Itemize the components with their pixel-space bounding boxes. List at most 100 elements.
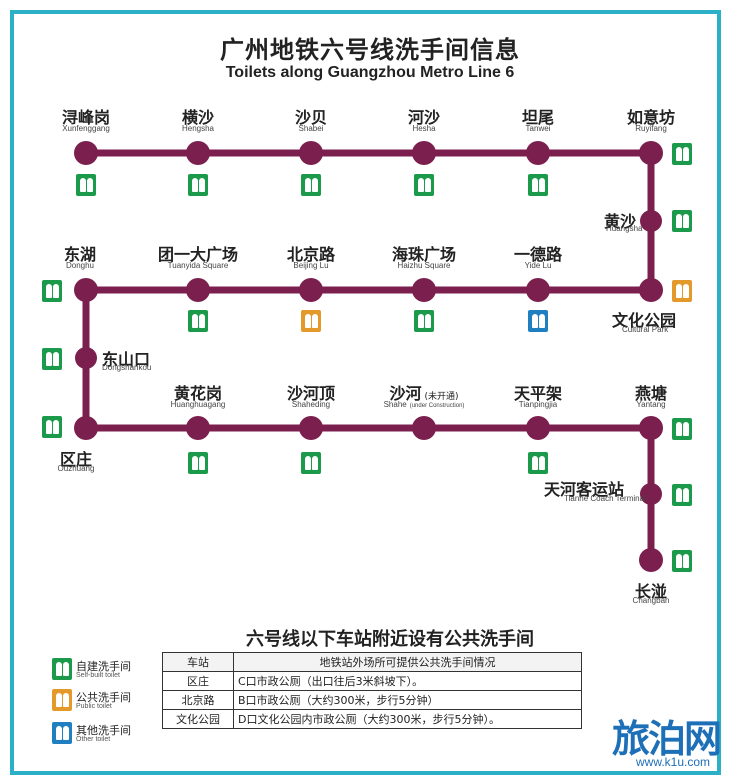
station-name-cn: 长湴 (634, 582, 668, 601)
station-name-en-shaheding: Shaheding (292, 400, 330, 409)
station-name-cn: 沙贝 (294, 108, 328, 127)
station-name-en: Xunfenggang (62, 124, 110, 133)
station-name-en-shabei: Shabei (299, 124, 324, 133)
station-name-ruyifang: 如意坊 (627, 104, 675, 128)
station-name-en-tuanyidaguangchang: Tuanyida Square (168, 261, 229, 270)
station-name-tanwei: 坦尾 (522, 104, 554, 128)
station-name-yidelu: 一德路 (514, 241, 562, 265)
legend-label-en: Public toilet (76, 703, 112, 710)
station-name-en-beijinglu: Beijing Lu (293, 261, 328, 270)
legend-label-cn: 其他洗手间 (76, 724, 131, 737)
station-name-en: Hengsha (181, 124, 215, 133)
table-cell: B口市政公厕（大约300米，步行5分钟） (233, 690, 582, 710)
map-frame (10, 10, 721, 775)
self-built-toilet-icon (52, 658, 72, 680)
station-name-cn: 文化公园 (612, 311, 677, 330)
table-header-row: 车站 地铁站外场所可提供公共洗手间情况 (162, 652, 582, 672)
map-title-cn: 广州地铁六号线洗手间信息 (220, 36, 520, 64)
station-name-en-donghu: Donghu (66, 261, 94, 270)
station-name-en: Cultural Park (622, 325, 669, 334)
self-built-toilet-icon (76, 174, 96, 196)
self-built-toilet-icon (528, 174, 548, 196)
station-dot-donghu (74, 278, 98, 302)
station-dot-yantang (639, 416, 663, 440)
station-name-cn: 天河客运站 (544, 480, 625, 499)
station-name-cn: 横沙 (181, 108, 215, 127)
public-toilet-icon (52, 689, 72, 711)
table-cell: D口文化公园内市政公厕（大约300米，步行5分钟）。 (233, 709, 582, 729)
station-name-en-yantang: Yantang (636, 400, 665, 409)
legend-label-en: Self-built toilet (76, 672, 120, 679)
section-title: 六号线以下车站附近设有公共洗手间 (246, 629, 534, 650)
station-name-en: Hesha (412, 124, 436, 133)
watermark-url: www.k1u.com (636, 755, 711, 769)
station-name-cn: 团一大广场 (157, 245, 239, 264)
station-dot-hesha (412, 141, 436, 165)
watermark-logo: 旅泊网 (612, 717, 722, 761)
station-name-en: Yantang (636, 400, 666, 409)
station-name-shahe: 沙河(未开通) (389, 380, 458, 404)
station-name-cn: 东湖 (63, 245, 97, 264)
station-name-en-huangsha: Huangsha (606, 224, 642, 233)
legend-label-en: Other toilet (76, 736, 111, 743)
station-name-en-haizhuguangchang: Haizhu Square (398, 261, 451, 270)
station-name-cn: 一德路 (513, 245, 563, 264)
station-name-cn: 坦尾 (521, 108, 555, 127)
legend-label-cn: 自建洗手间 (76, 660, 131, 673)
self-built-toilet-icon (414, 174, 434, 196)
station-dot-tanwei (526, 141, 550, 165)
station-dot-wenhuagongyuan (639, 278, 663, 302)
table-row: 北京路 B口市政公厕（大约300米，步行5分钟） (162, 690, 582, 710)
station-name-huangsha: 黄沙 (604, 208, 636, 232)
station-name-en: Ruyifang (635, 124, 667, 133)
station-dot-shaheding (299, 416, 323, 440)
station-name-yantang: 燕塘 (635, 380, 667, 404)
station-name-cn: 黄花岗 (173, 384, 223, 403)
station-name-en: Tianhe Coach Terminal (564, 494, 646, 503)
station-name-en: Huangsha (606, 224, 643, 233)
public-toilet-icon (301, 310, 321, 332)
station-name-en: Ouzhuang (57, 464, 95, 473)
station-name-cn: 黄沙 (604, 212, 637, 231)
station-dot-shahe (412, 416, 436, 440)
station-name-en: Tianpingjia (518, 400, 558, 409)
self-built-toilet-icon (301, 452, 321, 474)
station-dot-changban (639, 548, 663, 572)
self-built-toilet-icon (301, 174, 321, 196)
self-built-toilet-icon (188, 174, 208, 196)
self-built-toilet-icon (672, 484, 692, 506)
self-built-toilet-icon (528, 452, 548, 474)
station-name-en: Shabei (298, 124, 324, 133)
public-toilet-icon (672, 280, 692, 302)
station-name-en-changban: Changban (633, 596, 670, 605)
station-name-en: Dongshankou (102, 363, 152, 372)
map-title-en: Toilets along Guangzhou Metro Line 6 (225, 64, 515, 81)
station-dot-tianpingjia (526, 416, 550, 440)
station-name-xunfenggang: 浔峰岗 (62, 104, 110, 128)
station-name-en-tanwei: Tanwei (526, 124, 551, 133)
table-cell: C口市政公厕（出口往后3米斜坡下）。 (233, 671, 582, 691)
self-built-toilet-icon (672, 143, 692, 165)
station-name-en: Haizhu Square (397, 261, 451, 270)
station-name-en-dongshankou: Dongshankou (102, 363, 151, 372)
station-name-en: Shahe (383, 400, 407, 409)
station-note-cn: (未开通) (424, 392, 459, 402)
station-name-en-shahe: Shahe(under Construction) (384, 400, 465, 409)
table-row: 文化公园 D口文化公园内市政公厕（大约300米，步行5分钟）。 (162, 709, 582, 729)
station-name-cn: 海珠广场 (391, 245, 457, 264)
station-name-en-xunfenggang: Xunfenggang (62, 124, 110, 133)
station-name-en-tianpingjia: Tianpingjia (519, 400, 557, 409)
station-name-en: Beijing Lu (293, 261, 329, 270)
station-name-wenhuagongyuan: 文化公园 (612, 307, 676, 331)
station-name-tuanyidaguangchang: 团一大广场 (158, 241, 238, 265)
station-name-cn: 北京路 (286, 245, 336, 264)
station-dot-hengsha (186, 141, 210, 165)
station-name-en-quzhuang: Ouzhuang (58, 464, 95, 473)
station-dot-yidelu (526, 278, 550, 302)
station-name-haizhuguangchang: 海珠广场 (392, 241, 456, 265)
station-dot-dongshankou (75, 347, 97, 369)
station-name-beijinglu: 北京路 (287, 241, 335, 265)
station-name-changban: 长湴 (635, 578, 667, 602)
station-name-en: Tuanyida Square (167, 261, 229, 270)
station-name-quzhuang: 区庄 (60, 446, 92, 470)
